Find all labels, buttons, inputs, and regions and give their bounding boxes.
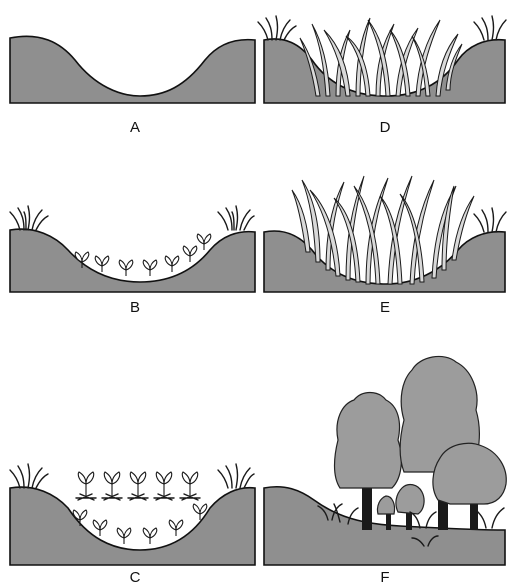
panel-f-label: F [380, 569, 389, 586]
panel-c-label: C [130, 569, 141, 586]
panel-e-basin [264, 231, 505, 292]
tree-crown [433, 443, 506, 504]
panel-a-basin [10, 36, 255, 103]
panel-f-trees [335, 356, 507, 530]
panel-d-label: D [380, 119, 391, 136]
panel-d: D [258, 16, 506, 136]
panel-c-floating-plants [76, 472, 200, 500]
panel-c-tuft-right [218, 464, 254, 488]
panel-e: E [264, 176, 506, 316]
panel-a: A [10, 36, 255, 136]
panel-b: B [10, 206, 255, 316]
panel-e-tuft-right [474, 208, 506, 232]
panel-b-tuft-left [10, 206, 48, 230]
panel-c: C [10, 464, 255, 586]
panel-d-tuft-right [474, 16, 506, 40]
panel-a-label: A [130, 119, 140, 136]
panel-f: F [264, 356, 506, 586]
tree-crown [335, 393, 402, 489]
panel-b-tuft-right [218, 206, 254, 230]
panel-e-label: E [380, 299, 390, 316]
panel-d-tuft-left [258, 16, 296, 40]
tree-crown [396, 485, 424, 514]
panel-c-tuft-left [10, 464, 48, 488]
tree-crown [377, 496, 394, 514]
tree-trunk [386, 512, 391, 530]
panel-b-label: B [130, 299, 140, 316]
